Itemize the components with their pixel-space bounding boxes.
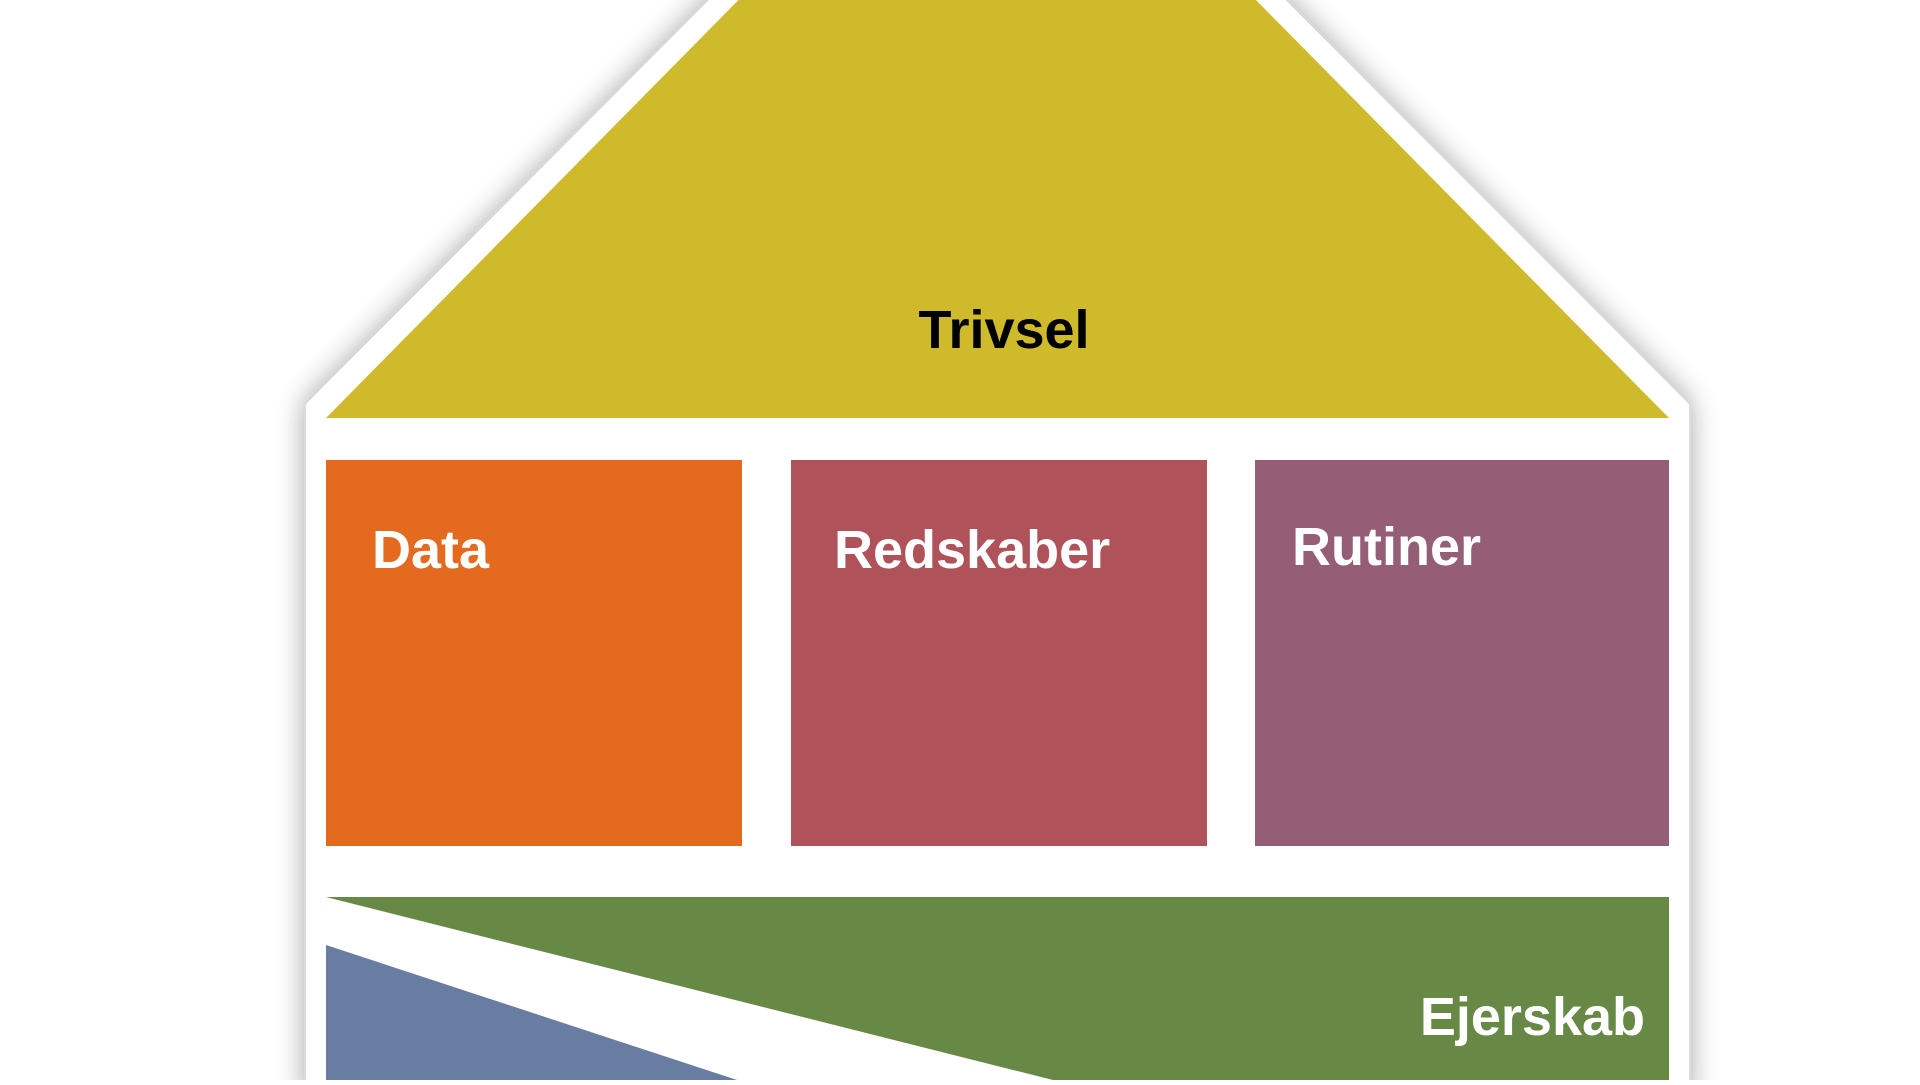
roof-label: Trivsel — [918, 300, 1089, 360]
pillar-data-label: Data — [372, 520, 490, 580]
pillar-redskaber — [791, 460, 1207, 846]
pillar-redskaber-label: Redskaber — [834, 520, 1110, 580]
pillar-data — [326, 460, 742, 846]
roof-trivsel — [326, 0, 1669, 418]
foundation-ejerskab — [326, 897, 1669, 1080]
foundation-ejerskab-label: Ejerskab — [1420, 987, 1645, 1047]
pillar-rutiner — [1255, 460, 1669, 846]
pillar-rutiner-label: Rutiner — [1292, 517, 1481, 577]
foundation-blue-segment — [326, 945, 737, 1080]
